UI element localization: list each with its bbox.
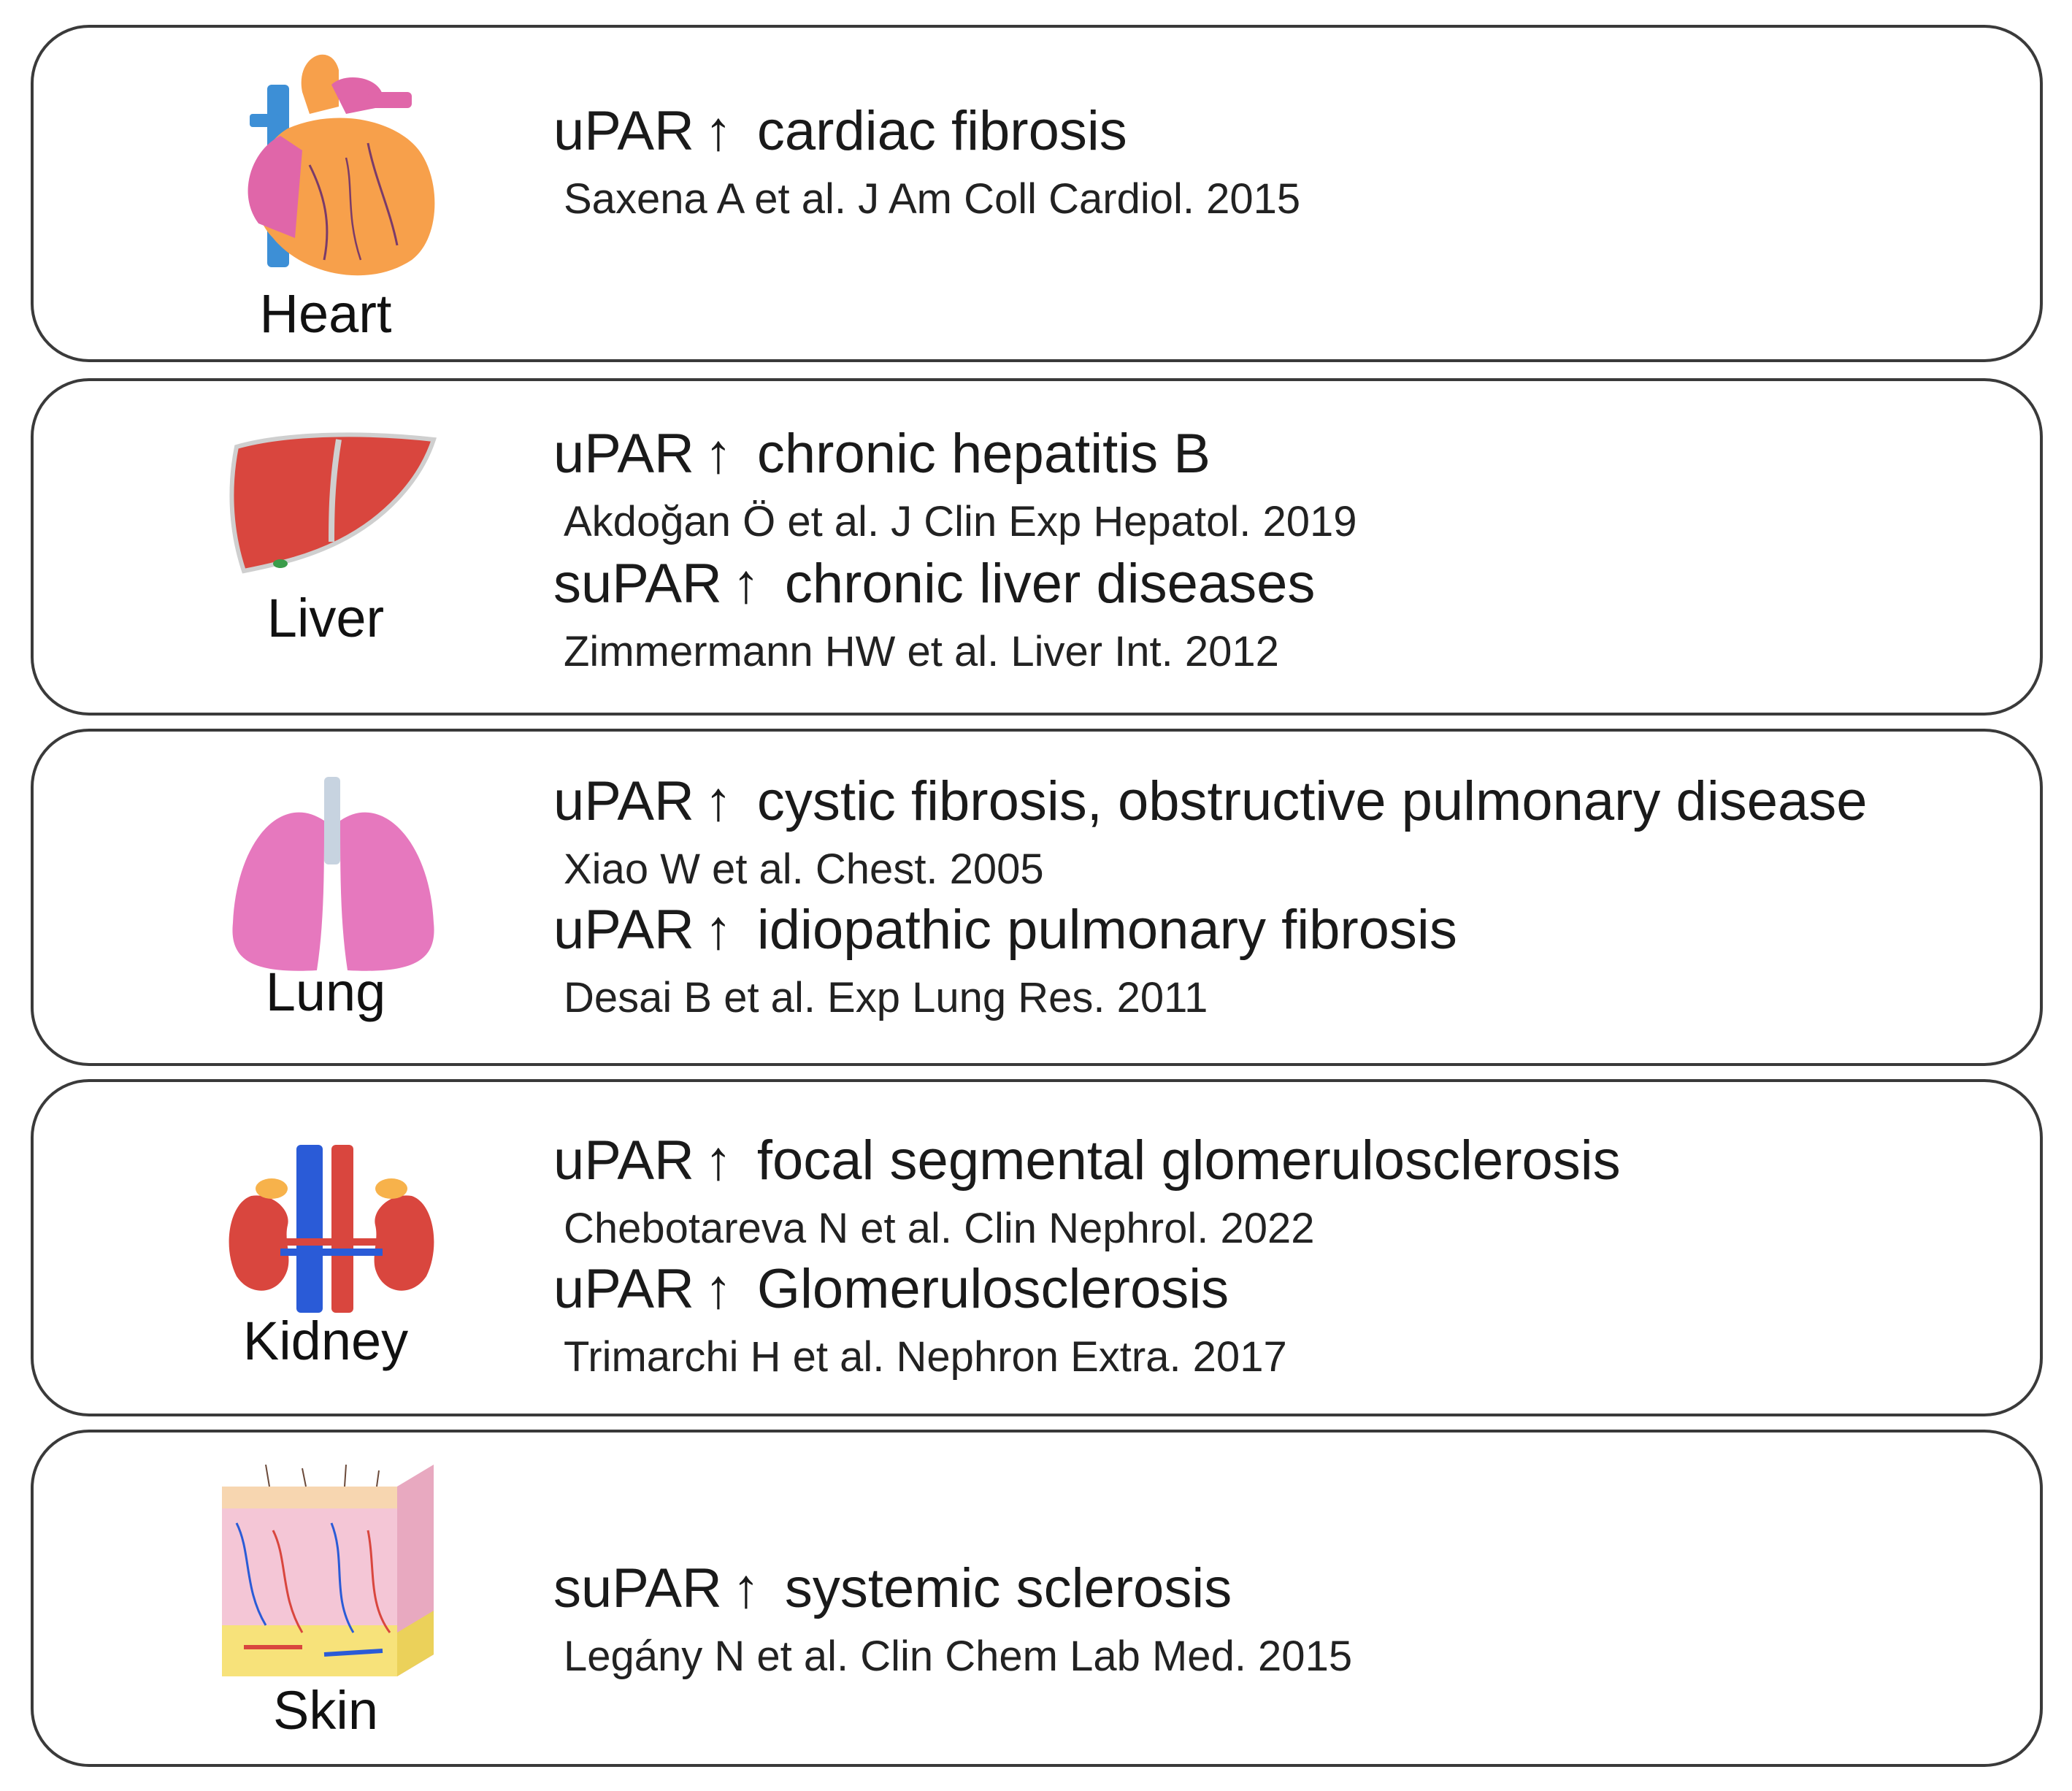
organ-label-skin: Skin (273, 1680, 378, 1741)
kidney-icon (229, 1145, 434, 1313)
marker-name: uPAR (553, 100, 694, 162)
organ-label-lung: Lung (265, 962, 386, 1022)
finding: suPAR↑ chronic liver diseases Zimmermann … (553, 556, 1315, 673)
citation: Akdoğan Ö et al. J Clin Exp Hepatol. 201… (564, 498, 1357, 545)
marker-name: suPAR (553, 1557, 722, 1619)
up-arrow-icon: ↑ (704, 1130, 732, 1192)
lung-icon (232, 777, 434, 971)
condition: chronic liver diseases (784, 553, 1316, 615)
up-arrow-icon: ↑ (704, 1258, 732, 1320)
heart-icon (248, 54, 435, 276)
finding-claim: uPAR↑cystic fibrosis, obstructive pulmon… (553, 774, 1868, 829)
finding-claim: uPAR↑ idiopathic pulmonary fibrosis (553, 902, 1457, 958)
up-arrow-icon: ↑ (704, 100, 732, 162)
finding-claim: uPAR↑ chronic hepatitis B (553, 426, 1357, 482)
condition: systemic sclerosis (784, 1557, 1232, 1619)
citation: Desai B et al. Exp Lung Res. 2011 (564, 974, 1208, 1021)
up-arrow-icon: ↑ (704, 899, 732, 961)
marker-name: uPAR (553, 770, 694, 832)
panel-skin: Skin suPAR↑systemic sclerosis Legány N e… (31, 1430, 2043, 1767)
panel-lung: Lung uPAR↑cystic fibrosis, obstructive p… (31, 729, 2043, 1066)
panel-liver: Liver uPAR↑chronic hepatitis B Akdoğan Ö… (31, 378, 2043, 716)
finding: uPAR↑focal segmental glomerulosclerosis … (553, 1133, 1621, 1250)
citation: Chebotareva N et al. Clin Nephrol. 2022 (564, 1205, 1315, 1252)
panel-heart: Heart uPAR↑cardiac fibrosis Saxena A et … (31, 25, 2043, 362)
finding: uPAR↑cardiac fibrosis Saxena A et al. J … (553, 104, 1300, 220)
finding: uPAR↑Glomerulosclerosis Trimarchi H et a… (553, 1262, 1287, 1378)
up-arrow-icon: ↑ (704, 770, 732, 832)
condition: cardiac fibrosis (756, 100, 1127, 162)
finding: uPAR↑ idiopathic pulmonary fibrosis Desai… (553, 902, 1457, 1019)
condition: cystic fibrosis, obstructive pulmonary d… (756, 770, 1868, 832)
finding-claim: uPAR↑cardiac fibrosis (553, 104, 1300, 159)
citation: Saxena A et al. J Am Coll Cardiol. 2015 (564, 175, 1301, 223)
finding-claim: suPAR↑ chronic liver diseases (553, 556, 1315, 612)
up-arrow-icon: ↑ (704, 423, 732, 485)
finding-claim: uPAR↑ focal segmental glomerulosclerosis (553, 1133, 1621, 1189)
finding-claim: suPAR↑systemic sclerosis (553, 1561, 1352, 1616)
finding: uPAR↑ chronic hepatitis B Akdoğan Ö et al… (553, 426, 1357, 543)
up-arrow-icon: ↑ (732, 1557, 760, 1619)
liver-icon (229, 432, 437, 574)
condition: idiopathic pulmonary fibrosis (756, 899, 1457, 961)
finding: uPAR↑cystic fibrosis, obstructive pulmon… (553, 774, 1868, 891)
marker-name: uPAR (553, 1258, 694, 1320)
organ-label-liver: Liver (266, 588, 385, 648)
citation: Zimmermann HW et al. Liver Int. 2012 (564, 628, 1279, 675)
condition: Glomerulosclerosis (756, 1258, 1229, 1320)
citation: Trimarchi H et al. Nephron Extra. 2017 (564, 1333, 1287, 1381)
citation: Xiao W et al. Chest. 2005 (564, 845, 1044, 893)
marker-name: uPAR (553, 1130, 694, 1192)
skin-icon (222, 1465, 434, 1676)
marker-name: suPAR (553, 553, 722, 615)
citation: Legány N et al. Clin Chem Lab Med. 2015 (564, 1633, 1353, 1680)
panel-kidney: Kidney uPAR↑focal segmental glomeruloscl… (31, 1079, 2043, 1416)
condition: focal segmental glomerulosclerosis (756, 1130, 1621, 1192)
condition: chronic hepatitis B (756, 423, 1210, 485)
up-arrow-icon: ↑ (732, 553, 760, 615)
marker-name: uPAR (553, 899, 694, 961)
finding-claim: uPAR↑Glomerulosclerosis (553, 1262, 1287, 1317)
finding: suPAR↑systemic sclerosis Legány N et al.… (553, 1561, 1352, 1678)
organ-label-heart: Heart (259, 283, 392, 344)
marker-name: uPAR (553, 423, 694, 485)
organ-label-kidney: Kidney (242, 1311, 409, 1371)
